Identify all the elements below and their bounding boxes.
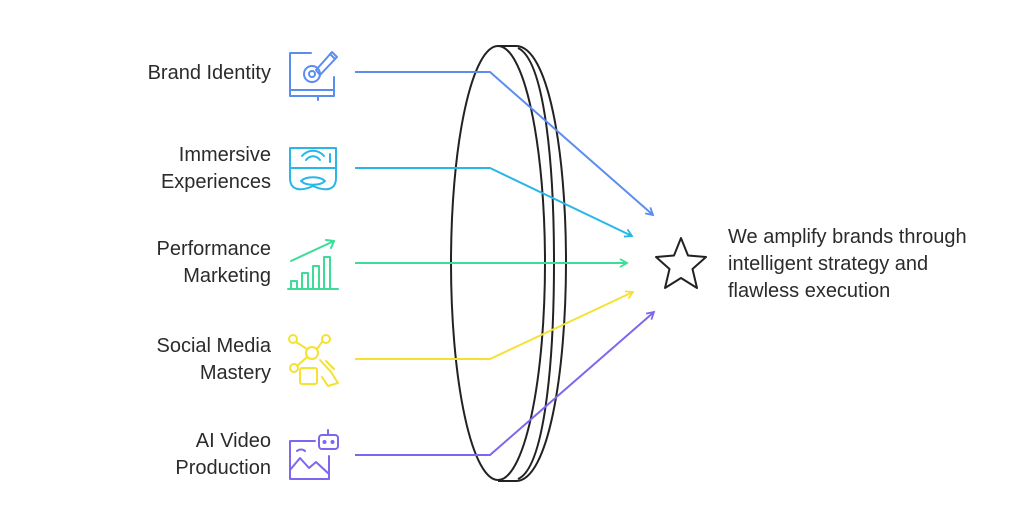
label-line: Production bbox=[175, 457, 271, 479]
label-social-media-mastery: Social Media Mastery bbox=[156, 333, 271, 387]
pen-tablet-icon bbox=[289, 51, 338, 101]
label-line: Experiences bbox=[160, 171, 271, 193]
connector-social-media-mastery bbox=[355, 290, 635, 360]
label-line: Immersive bbox=[178, 144, 271, 166]
connector-ai-video-production bbox=[355, 310, 656, 456]
connector-immersive-experiences bbox=[355, 167, 634, 238]
label-ai-video-production: AI Video Production bbox=[175, 428, 271, 482]
label-line: AI Video bbox=[195, 430, 271, 452]
star-icon bbox=[655, 237, 707, 289]
social-network-icon bbox=[288, 334, 339, 387]
label-performance-marketing: Performance Marketing bbox=[157, 236, 272, 290]
label-line: Social Media bbox=[156, 335, 271, 357]
label-line: Performance bbox=[156, 238, 272, 260]
result-text: We amplify brands through intelligent st… bbox=[728, 224, 967, 305]
result-line: intelligent strategy and bbox=[728, 253, 929, 275]
growth-chart-icon bbox=[287, 239, 339, 290]
label-line: Mastery bbox=[199, 362, 271, 384]
label-line: Marketing bbox=[183, 265, 271, 287]
result-line: We amplify brands through bbox=[728, 226, 967, 248]
vr-headset-icon bbox=[289, 147, 337, 191]
result-line: flawless execution bbox=[728, 280, 891, 302]
label-line: Brand Identity bbox=[147, 62, 271, 84]
label-brand-identity: Brand Identity bbox=[148, 60, 271, 87]
ai-robot-image-icon bbox=[289, 429, 339, 480]
connector-brand-identity bbox=[355, 71, 655, 217]
label-immersive-experiences: Immersive Experiences bbox=[161, 142, 271, 196]
